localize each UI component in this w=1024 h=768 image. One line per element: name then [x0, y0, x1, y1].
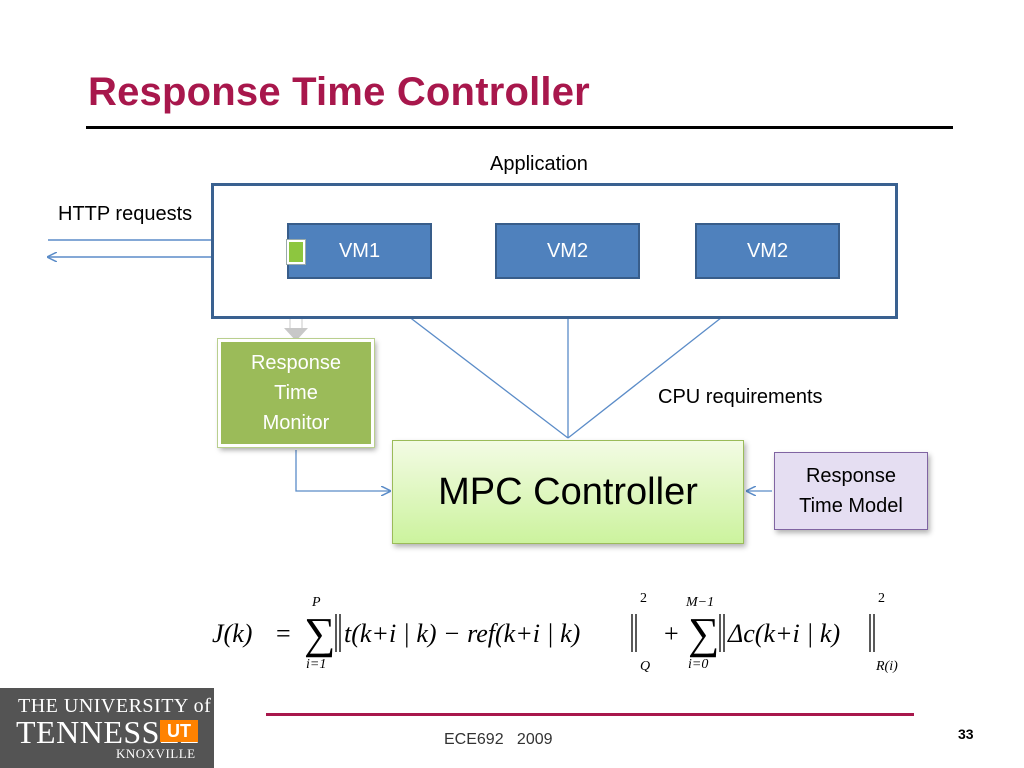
vm1-box: VM1 [287, 223, 432, 279]
monitor-line-3: Monitor [262, 412, 330, 434]
response-time-model-box: Response Time Model [774, 452, 928, 530]
http-requests-label: HTTP requests [58, 203, 193, 225]
sensor-marker [287, 240, 305, 264]
term1-exponent: 2 [640, 591, 647, 606]
term2-exponent: 2 [878, 591, 885, 606]
slide-title: Response Time Controller [88, 70, 590, 114]
monitor-tap-arrowhead [284, 328, 308, 341]
model-line-2: Time Model [799, 495, 903, 517]
mpc-controller-box: MPC Controller [392, 440, 744, 544]
monitor-line-2: Time [274, 382, 318, 404]
sum1-symbol: ∑ [304, 609, 335, 658]
equation-term2: Δc(k+i | k) [727, 619, 840, 648]
logo-ut-badge: UT [160, 720, 198, 742]
response-time-monitor-box: Response Time Monitor [218, 339, 374, 447]
cpu-requirements-label: CPU requirements [658, 386, 823, 408]
monitor-line-1: Response [250, 352, 342, 374]
term2-subscript: R(i) [875, 659, 898, 674]
sum2-upper: M−1 [685, 595, 714, 610]
logo-line-1: THE UNIVERSITY of [18, 695, 212, 717]
cost-function-equation: J(k) = ∑ P i=1 t(k+i | k) − ref(k+i | k)… [212, 591, 898, 674]
vm2-box: VM2 [495, 223, 640, 279]
sum2-lower: i=0 [688, 657, 708, 672]
university-logo: THE UNIVERSITY of TENNESSEE UT KNOXVILLE [0, 688, 214, 768]
term1-subscript: Q [640, 659, 650, 674]
sum2-symbol: ∑ [688, 609, 719, 658]
logo-line-3: KNOXVILLE [116, 746, 196, 761]
equation-equals: = [276, 619, 291, 648]
equation-lhs: J(k) [212, 619, 252, 648]
sum1-lower: i=1 [306, 657, 326, 672]
title-divider [86, 126, 953, 129]
model-line-1: Response [805, 465, 897, 487]
footer-course: ECE692 2009 [444, 731, 553, 748]
monitor-to-controller-arrow [295, 450, 390, 491]
equation-plus: + [664, 619, 679, 648]
footer-divider [266, 713, 914, 716]
equation-term1: t(k+i | k) − ref(k+i | k) [344, 619, 580, 648]
vm3-box: VM2 [695, 223, 840, 279]
page-number: 33 [958, 726, 974, 742]
application-label: Application [490, 153, 588, 175]
sum1-upper: P [311, 595, 321, 610]
